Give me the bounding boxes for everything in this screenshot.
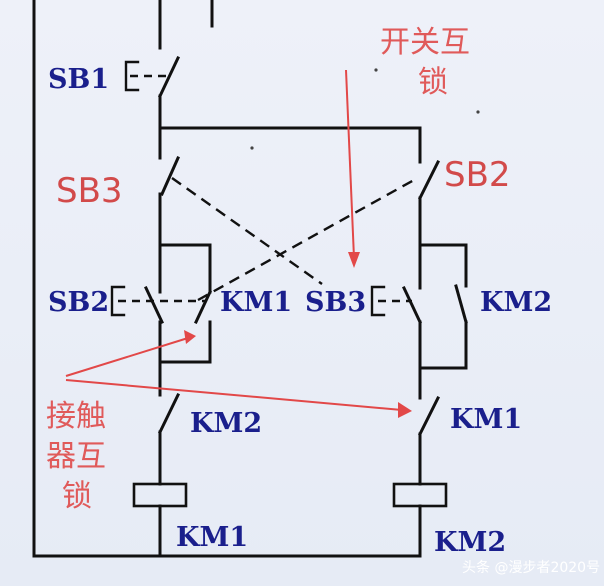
left-branch bbox=[110, 126, 212, 558]
label-km1-coil: KM1 bbox=[176, 522, 248, 553]
note-contactor-interlock-3: 锁 bbox=[62, 479, 92, 514]
speck bbox=[476, 110, 480, 114]
top-feed bbox=[158, 0, 214, 50]
label-km2-contact: KM2 bbox=[190, 408, 262, 439]
note-switch-interlock-2: 锁 bbox=[418, 65, 448, 100]
speck bbox=[250, 146, 254, 150]
annotation-arrows bbox=[65, 69, 412, 418]
note-contactor-interlock-1: 接触 bbox=[46, 399, 106, 434]
label-km1-selfhold: KM1 bbox=[220, 287, 292, 318]
label-km2-selfhold: KM2 bbox=[480, 287, 552, 318]
label-km2-coil: KM2 bbox=[434, 527, 506, 558]
interlock-dashes bbox=[171, 177, 415, 302]
sb1-switch bbox=[124, 56, 180, 130]
outer-frame bbox=[32, 0, 422, 558]
speck bbox=[374, 68, 378, 72]
label-sb3-right: SB3 bbox=[305, 287, 366, 318]
label-sb2-left: SB2 bbox=[48, 287, 109, 318]
label-km1-contact: KM1 bbox=[450, 404, 522, 435]
label-sb3-stop: SB3 bbox=[56, 171, 123, 211]
label-sb2-stop: SB2 bbox=[444, 155, 511, 195]
note-switch-interlock-1: 开关互 bbox=[380, 25, 470, 60]
label-sb1: SB1 bbox=[48, 64, 109, 95]
watermark: 头条 @漫步者2020号 bbox=[462, 559, 600, 576]
right-branch bbox=[370, 126, 468, 558]
note-contactor-interlock-2: 器互 bbox=[46, 439, 106, 474]
